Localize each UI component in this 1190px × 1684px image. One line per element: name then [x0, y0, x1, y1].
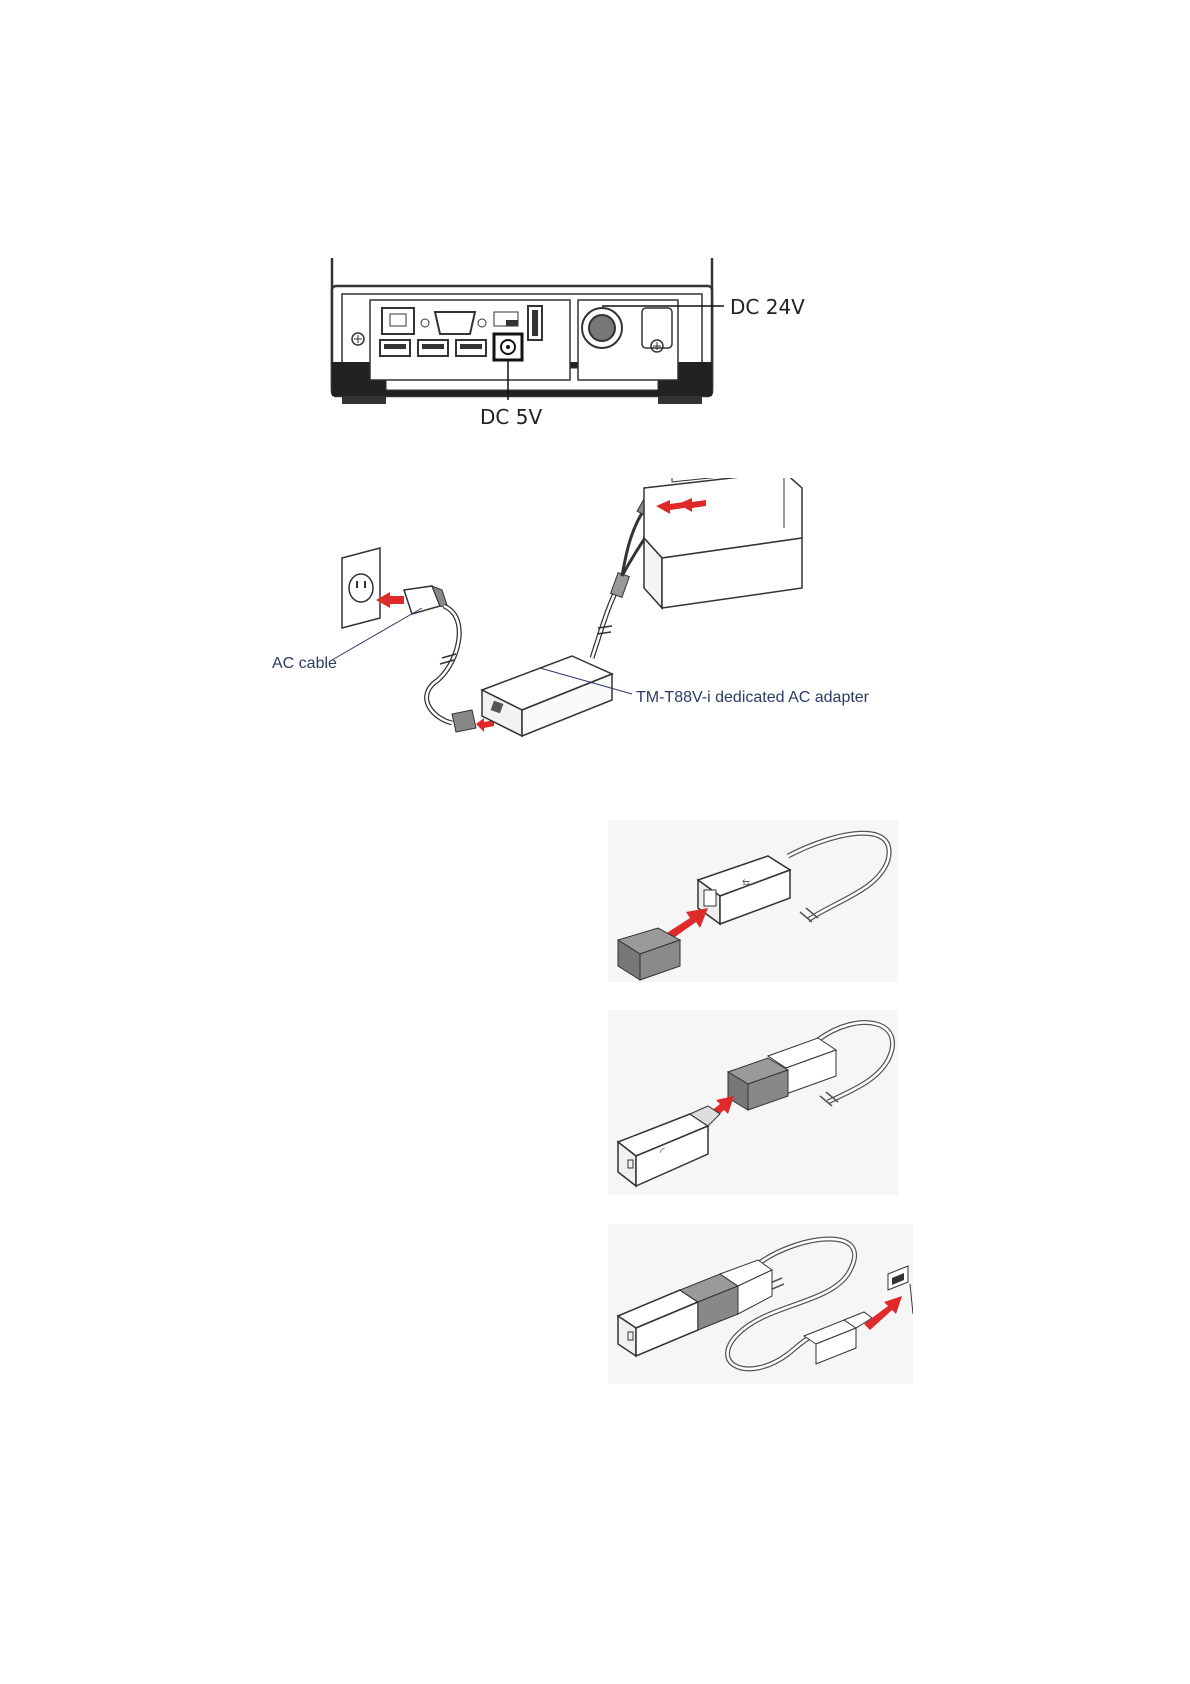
svg-text:⇆: ⇆ — [742, 878, 750, 889]
label-dc24v: DC 24V — [730, 295, 805, 319]
printer — [644, 478, 802, 608]
usb-cap-figure: ⇆ — [608, 820, 898, 982]
label-ac-cable: AC cable — [272, 655, 337, 672]
label-dc5v: DC 5V — [480, 405, 542, 429]
usb-connect-printer-figure — [608, 1224, 913, 1384]
dc24v-jack — [582, 308, 622, 348]
serial-port — [435, 312, 475, 334]
wall-outlet — [342, 548, 380, 628]
wlan-unit-insert-figure: ◜ — [608, 1010, 898, 1195]
label-ac-adapter: TM-T88V-i dedicated AC adapter — [636, 689, 870, 706]
wifi-icon: ◜ — [660, 1145, 665, 1159]
rear-panel-figure: DC 24V DC 5V — [320, 250, 880, 470]
ac-adapter — [482, 656, 612, 736]
ac-adapter-connection-figure: AC cable TM-T88V-i dedicated AC adapter — [272, 478, 932, 778]
